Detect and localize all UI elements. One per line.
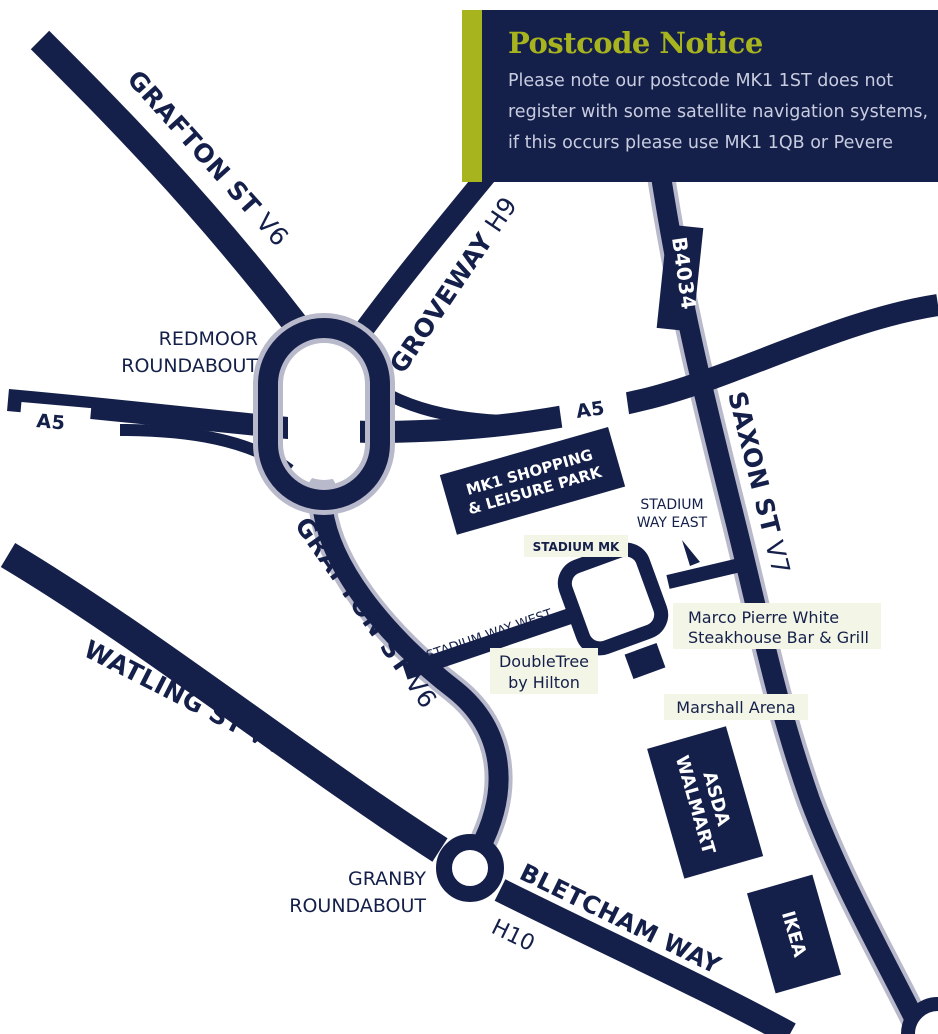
stadium-way-east-arrow: [682, 540, 700, 566]
redmoor-roundabout-inner: [288, 348, 360, 480]
stadium-way-east-road: [666, 558, 742, 589]
grafton-st-south-road: [311, 487, 509, 853]
a5-east-label: A5: [575, 397, 607, 423]
b4034-shield: [656, 224, 704, 332]
stadium-mk-annex: [624, 642, 666, 680]
grafton-st-south-label: GRAFTON STV6: [289, 512, 443, 714]
notice-line: Please note our postcode MK1 1ST does no…: [508, 71, 894, 91]
mk1-shopping-block: [439, 426, 626, 535]
notice-text: Please note our postcode MK1 1ST does no…: [508, 66, 938, 159]
bletcham-way-road: [494, 879, 796, 1034]
granby-roundabout: [436, 834, 504, 902]
notice-line: if this occurs please use MK1 1QB or Pev…: [508, 133, 894, 153]
stadium-mk-building: [557, 542, 669, 656]
doubletree-chip: [490, 648, 598, 694]
notice-accent-bar: [462, 10, 482, 182]
stadium-way-west-road: [402, 604, 585, 680]
marco-pierre-chip: [673, 603, 881, 649]
marshall-arena-chip: [664, 694, 808, 720]
postcode-notice-panel: Postcode Notice Please note our postcode…: [462, 10, 938, 182]
notice-title: Postcode Notice: [508, 26, 763, 60]
stadium-mk-label: STADIUM MK: [533, 540, 620, 554]
redmoor-roundabout: [258, 318, 390, 510]
notice-line: register with some satellite navigation …: [508, 102, 929, 122]
a5-east-shield: [558, 389, 630, 429]
a5-west-label: A5: [36, 410, 67, 434]
asda-walmart-block: [647, 726, 764, 879]
a5-west-shield: [18, 402, 92, 438]
watling-st-road: [0, 542, 448, 862]
stadium-mk-chip: [524, 535, 628, 557]
groveway-road: [351, 158, 503, 341]
watling-st-label: WATLING STV4: [79, 635, 287, 760]
grafton-st-north-road: [30, 30, 311, 338]
marshall-arena-label: Marshall Arena: [676, 698, 795, 717]
bletcham-way-code: H10: [487, 915, 538, 957]
slip-road-ne: [376, 384, 581, 428]
roundabout-se: [901, 997, 938, 1034]
ikea-block: [746, 874, 842, 994]
